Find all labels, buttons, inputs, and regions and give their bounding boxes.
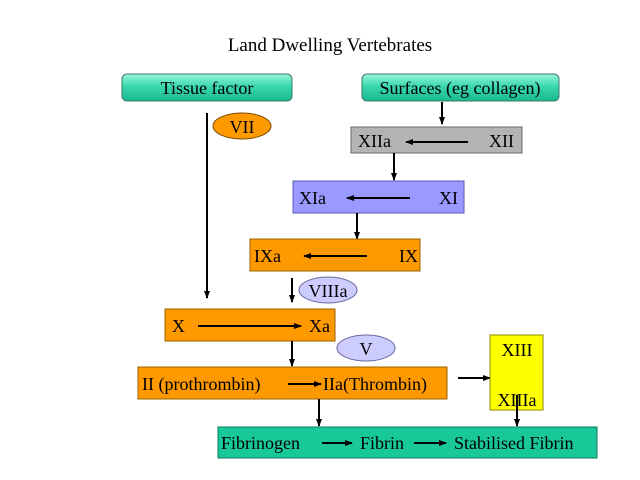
xiii-label: XIII	[502, 340, 533, 360]
x-node: X Xa	[164, 308, 336, 342]
fibrin-label: Fibrin	[360, 433, 404, 453]
vii-label: VII	[230, 117, 255, 137]
tissue-factor-node: Tissue factor	[121, 73, 293, 102]
xia-label: XIa	[299, 188, 326, 208]
ixa-label: IXa	[254, 246, 281, 266]
xi-node: XIa XI	[292, 180, 465, 214]
stabilised-fibrin-label: Stabilised Fibrin	[454, 433, 574, 453]
xa-label: Xa	[309, 316, 330, 336]
surfaces-label: Surfaces (eg collagen)	[380, 78, 541, 99]
xii-node: XIIa XII	[350, 126, 523, 154]
ii-label: II (prothrombin)	[142, 374, 260, 395]
ix-label: IX	[399, 246, 418, 266]
v-label: V	[360, 339, 373, 359]
diagram-title: Land Dwelling Vertebrates	[228, 35, 432, 56]
vii-cofactor: VII	[212, 112, 272, 140]
ii-node: II (prothrombin) IIa(Thrombin)	[137, 366, 448, 400]
viiia-cofactor: VIIIa	[298, 276, 358, 304]
xiia-label: XIIa	[358, 131, 391, 151]
surfaces-node: Surfaces (eg collagen)	[361, 73, 560, 102]
iia-label: IIa(Thrombin)	[323, 374, 427, 395]
fibrin-node: Fibrinogen Fibrin Stabilised Fibrin	[217, 426, 598, 459]
v-cofactor: V	[336, 334, 396, 362]
xii-label: XII	[489, 131, 514, 151]
fibrinogen-label: Fibrinogen	[221, 433, 300, 453]
x-label: X	[172, 316, 185, 336]
ix-node: IXa IX	[249, 238, 421, 272]
viiia-label: VIIIa	[309, 281, 348, 301]
xi-label: XI	[439, 188, 458, 208]
tissue-factor-label: Tissue factor	[161, 78, 254, 98]
